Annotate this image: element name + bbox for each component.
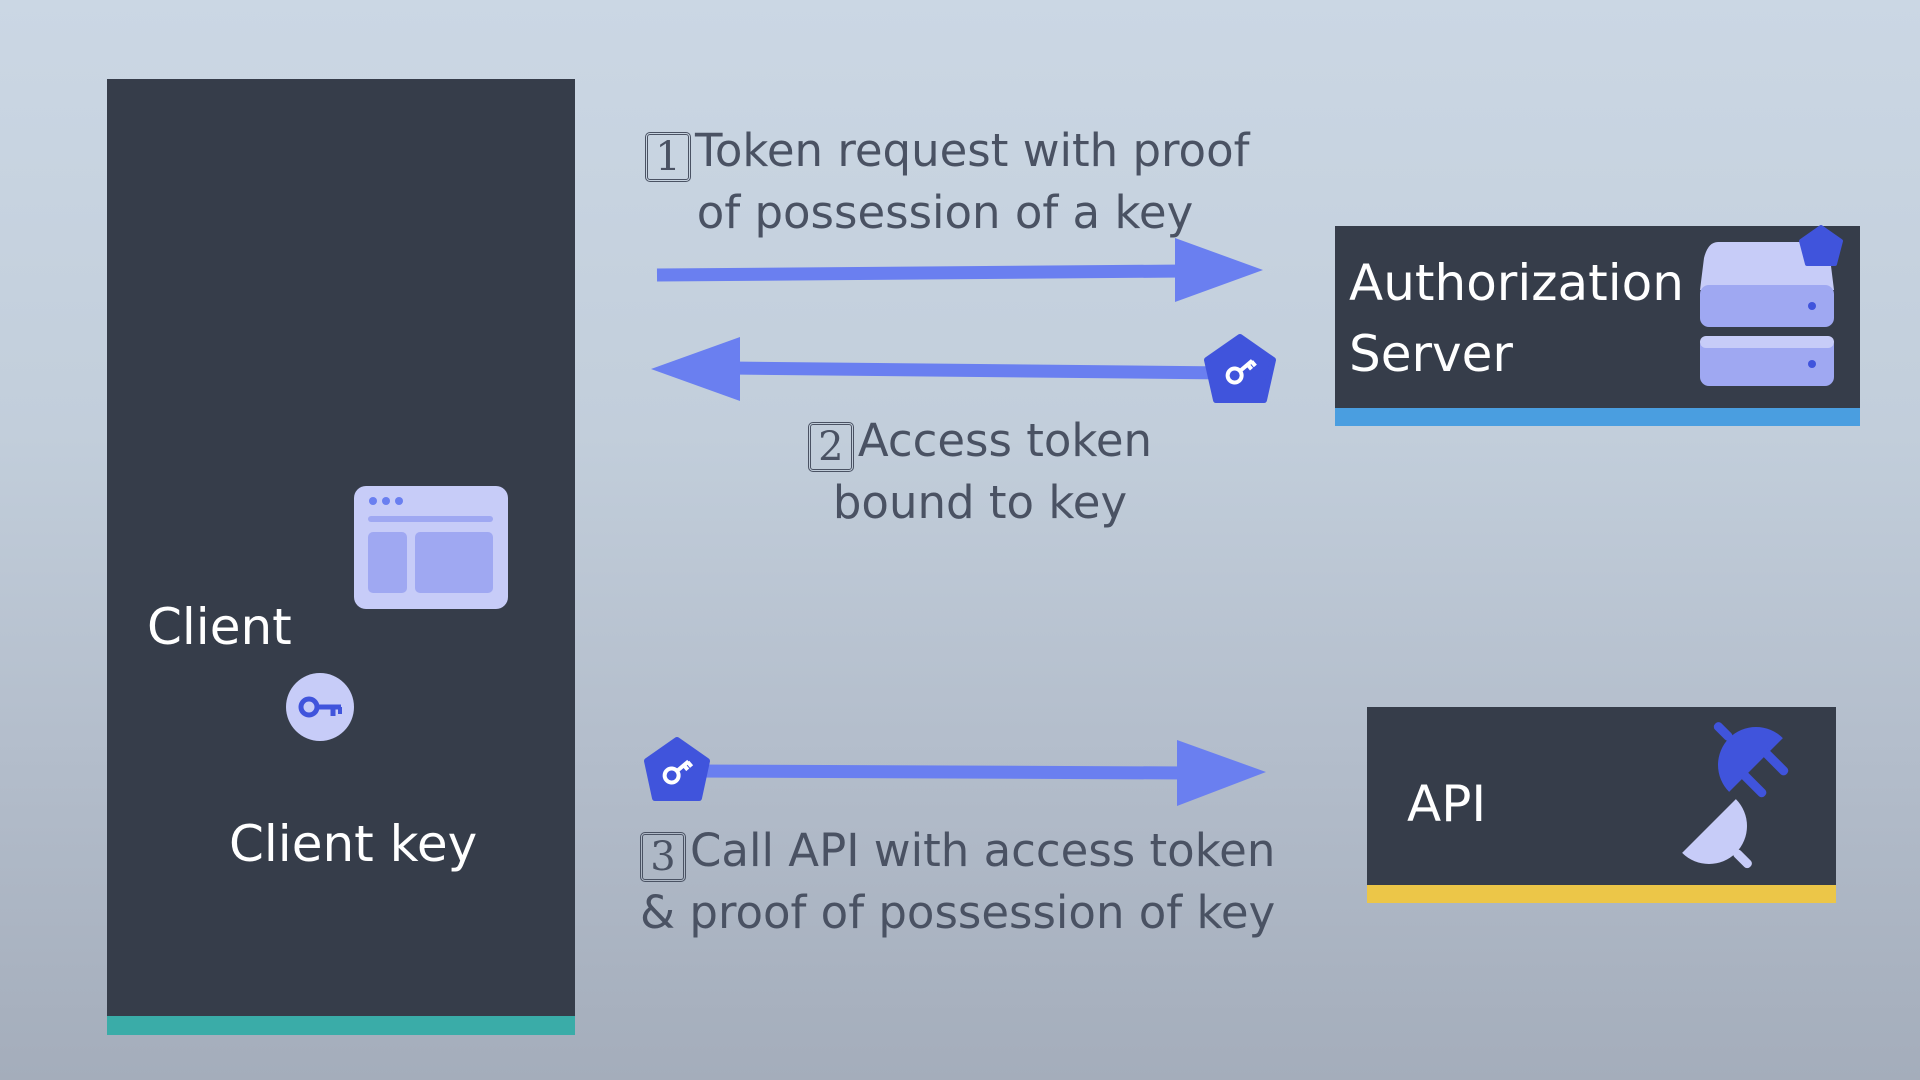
key-icon xyxy=(286,673,354,741)
client-key-label: Client key xyxy=(229,815,478,873)
authorization-server-label: Authorization Server xyxy=(1349,254,1684,383)
step-2-text-2: bound to key xyxy=(832,476,1128,529)
token-key-badge-icon xyxy=(644,737,710,801)
step-3-text-2: & proof of possession of key xyxy=(640,886,1276,939)
client-label: Client xyxy=(147,598,292,656)
step-3-number: 3 xyxy=(640,832,686,882)
step-1-text-2: of possession of a key xyxy=(696,186,1194,239)
server-stack-icon xyxy=(1700,225,1843,386)
step-2-number: 2 xyxy=(807,422,854,472)
step-1-number: 1 xyxy=(645,132,691,182)
arrow-call-api xyxy=(689,740,1266,806)
step-3-text-1: Call API with access token xyxy=(690,824,1276,877)
step-1-text-1: Token request with proof xyxy=(695,124,1250,177)
browser-window-icon xyxy=(354,486,508,609)
arrow-access-token xyxy=(651,337,1231,401)
api-label: API xyxy=(1407,775,1487,833)
step-2-text-1: Access token xyxy=(857,414,1153,467)
plug-icon xyxy=(1682,722,1789,869)
arrow-token-request xyxy=(656,238,1263,302)
token-key-badge-icon xyxy=(1204,334,1276,403)
